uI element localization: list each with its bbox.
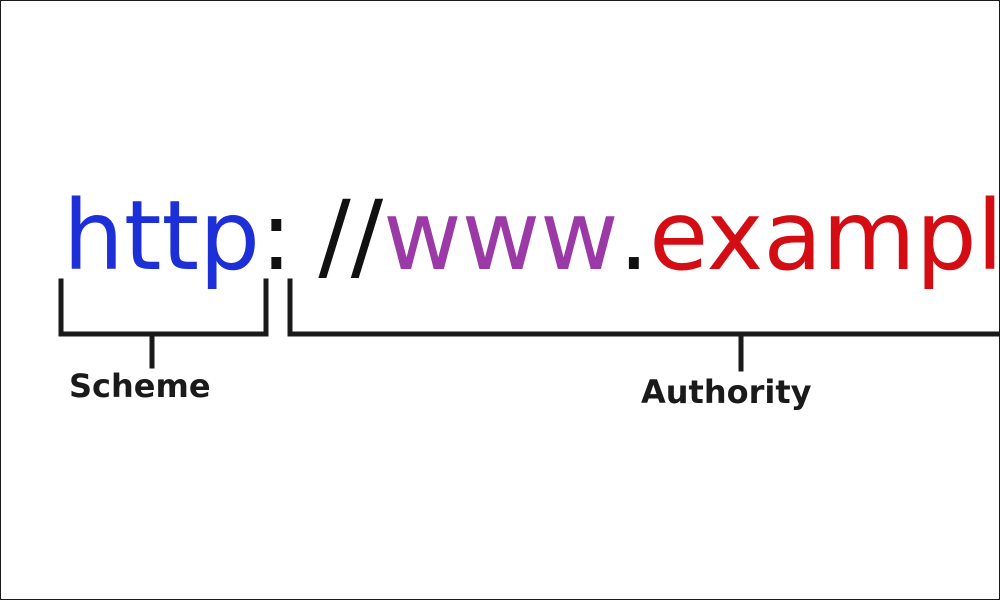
url-text: http://www.example <box>63 180 999 292</box>
url-slashes-text: // <box>318 180 384 292</box>
url-colon-text: : <box>260 180 293 292</box>
scheme-bracket <box>58 278 269 337</box>
authority-bracket <box>287 278 999 337</box>
authority-label: Authority <box>641 373 812 411</box>
url-domain-text: example <box>649 180 999 292</box>
url-subdomain-text: www <box>383 180 619 292</box>
url-dot-text: . <box>618 180 650 292</box>
url-scheme-text: http <box>63 180 261 292</box>
scheme-label: Scheme <box>69 367 211 405</box>
